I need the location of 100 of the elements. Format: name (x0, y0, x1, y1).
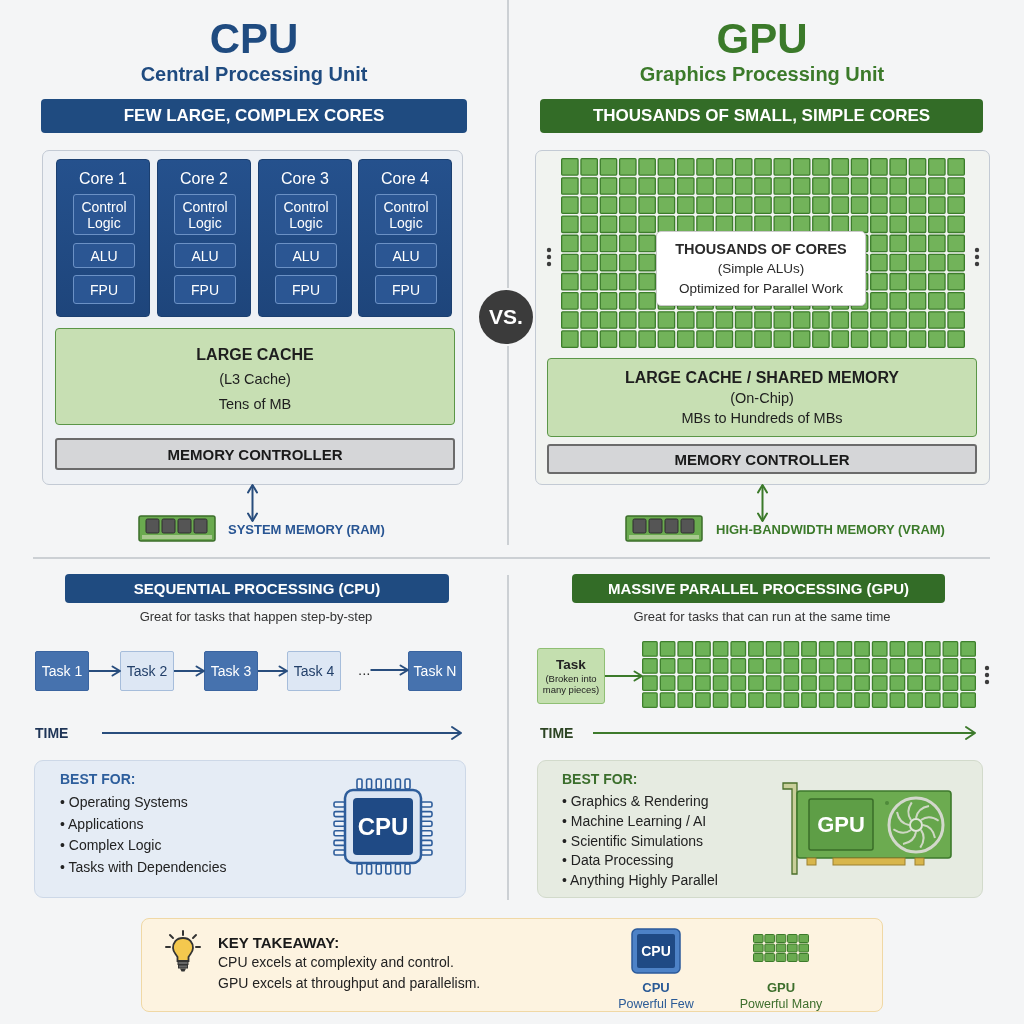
cache-block (55, 328, 455, 425)
section-banner (41, 99, 467, 133)
unit-box (375, 275, 437, 304)
core-title: Core 3 (281, 169, 329, 189)
cache-block (547, 358, 977, 437)
core-block (258, 159, 352, 317)
versus-badge (479, 290, 533, 344)
unit-label: ALU (292, 247, 320, 264)
unit-label: ALU (392, 247, 420, 264)
callout-detail: (Simple ALUs) (717, 259, 805, 278)
core-block (56, 159, 150, 317)
takeaway-text: GPU excels at throughput and parallelism. (218, 974, 481, 993)
double-headed-arrow (247, 484, 258, 522)
section-subtitle: Central Processing Unit (140, 63, 368, 85)
callout-detail: Optimized for Parallel Work (678, 279, 844, 298)
task-label: Task N (413, 663, 457, 679)
caption-subtitle: Powerful Many (739, 997, 823, 1011)
section-title: CPU (209, 15, 299, 62)
icon-caption: CPU (642, 980, 670, 995)
unit-label: FPU (90, 281, 118, 298)
card-heading: BEST FOR: (562, 770, 638, 789)
chip-outline (42, 150, 463, 485)
controller-label: MEMORY CONTROLLER (167, 445, 343, 463)
card-label: GPU (817, 811, 865, 838)
versus-label: VS. (489, 305, 523, 329)
list-item: • Complex Logic (60, 836, 162, 855)
arrow (369, 664, 409, 676)
info-card (34, 760, 466, 898)
axis-label: TIME (35, 725, 69, 741)
task-label: Task 2 (126, 663, 168, 679)
unit-box (73, 243, 135, 268)
takeaway-heading: KEY TAKEAWAY: (218, 933, 340, 952)
cache-title: LARGE CACHE / SHARED MEMORY (624, 368, 900, 388)
section-subtitle: Graphics Processing Unit (639, 63, 885, 85)
memory-label: SYSTEM MEMORY (RAM) (228, 521, 385, 539)
unit-box (174, 194, 236, 235)
memory-label: HIGH-BANDWIDTH MEMORY (VRAM) (716, 521, 945, 539)
unit-box (174, 275, 236, 304)
section-banner (540, 99, 983, 133)
core-title: Core 1 (79, 169, 127, 189)
arrow (604, 670, 643, 682)
unit-box (73, 194, 135, 235)
task-box (408, 651, 462, 691)
callout-box (656, 231, 866, 306)
unit-label: Control Logic (282, 198, 330, 231)
cache-detail: (L3 Cache) (219, 370, 291, 389)
banner-title: SEQUENTIAL PROCESSING (CPU) (133, 580, 381, 597)
task-note: (Broken into many pieces) (541, 673, 601, 695)
task-box (287, 651, 341, 691)
cache-detail: MBs to Hundreds of MBs (681, 409, 843, 428)
task-label: Task (556, 657, 586, 673)
unit-label: Control Logic (181, 198, 229, 231)
chip-label: CPU (641, 943, 671, 959)
unit-box (375, 194, 437, 235)
cache-title: LARGE CACHE (196, 345, 314, 365)
section-banner (572, 574, 945, 603)
unit-box (375, 243, 437, 268)
list-item: • Tasks with Dependencies (60, 857, 227, 877)
chip-label: CPU (357, 812, 409, 841)
unit-box (275, 194, 337, 235)
core-title: Core 4 (381, 169, 429, 189)
arrow (173, 665, 205, 677)
unit-box (174, 243, 236, 268)
double-headed-arrow (757, 484, 768, 522)
list-item: • Data Processing (562, 851, 674, 871)
takeaway-panel (141, 918, 883, 1012)
list-item: • Machine Learning / AI (562, 811, 707, 831)
list-item: • Applications (60, 814, 144, 834)
card-heading: BEST FOR: (60, 770, 136, 789)
callout-title: THOUSANDS OF CORES (675, 239, 847, 259)
list-item: • Graphics & Rendering (562, 792, 709, 811)
task-label: Task 1 (41, 663, 83, 679)
task-label: Task 4 (293, 663, 335, 679)
unit-label: FPU (191, 281, 219, 298)
list-item: • Scientific Simulations (562, 831, 704, 851)
banner-title: MASSIVE PARALLEL PROCESSING (GPU) (607, 580, 910, 597)
unit-label: ALU (191, 247, 219, 264)
takeaway-text: CPU excels at complexity and control. (218, 953, 454, 972)
controller-label: MEMORY CONTROLLER (674, 450, 850, 468)
info-card (537, 760, 983, 898)
ellipsis-text: ... (358, 660, 371, 680)
memory-controller-bar (547, 444, 977, 474)
core-title: Core 2 (180, 169, 228, 189)
list-item: • Anything Highly Parallel (562, 871, 718, 891)
task-box (204, 651, 258, 691)
task-box (537, 648, 605, 704)
task-box (120, 651, 174, 691)
unit-label: FPU (392, 281, 420, 298)
section-description: Great for tasks that can run at the same time (633, 609, 891, 624)
core-block (157, 159, 251, 317)
arrow (88, 665, 121, 677)
banner-title: THOUSANDS OF SMALL, SIMPLE CORES (592, 106, 931, 126)
unit-box (275, 275, 337, 304)
unit-label: ALU (90, 247, 118, 264)
cache-detail: (On-Chip) (730, 389, 794, 408)
list-item: • Operating Systems (60, 793, 188, 812)
task-box (35, 651, 89, 691)
arrow (257, 665, 288, 677)
cache-detail: Tens of MB (218, 395, 292, 414)
unit-label: Control Logic (382, 198, 430, 231)
